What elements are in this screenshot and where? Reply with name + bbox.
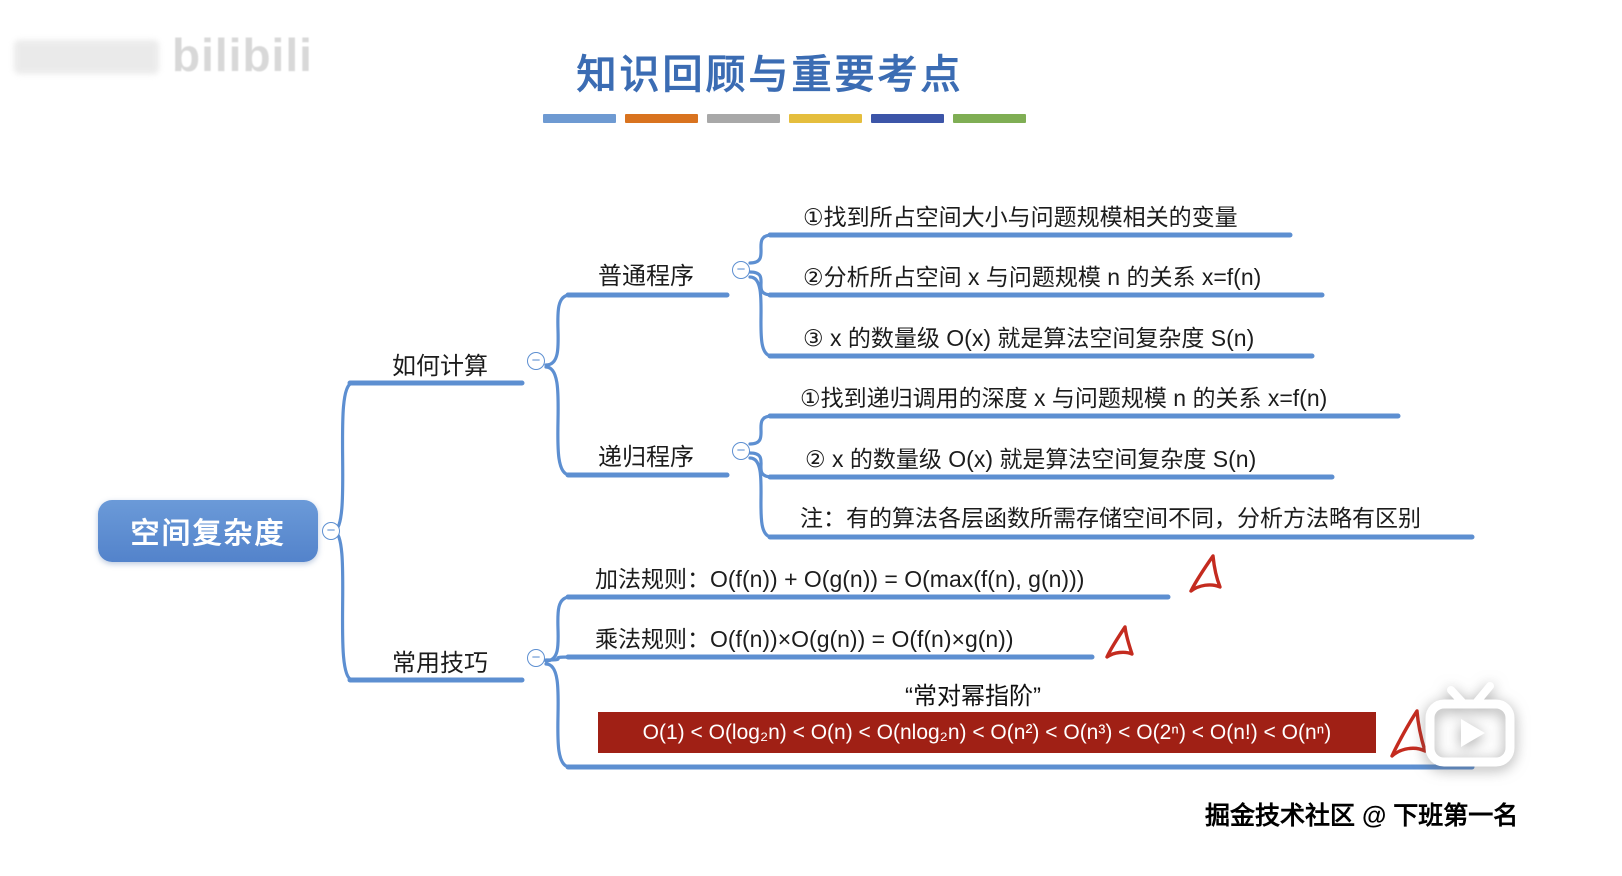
leaf-multiplication-rule: 乘法规则：O(f(n))×O(g(n)) = O(f(n)×g(n)) — [595, 626, 1014, 652]
root-node-space-complexity: 空间复杂度 — [98, 500, 318, 562]
complexity-order-chain: O(1) < O(log₂n) < O(n) < O(nlog₂n) < O(n… — [598, 712, 1376, 753]
leaf-recursive-note: 注：有的算法各层函数所需存储空间不同，分析方法略有区别 — [800, 505, 1421, 531]
node-underlines — [347, 232, 1475, 770]
branch-curves — [331, 233, 774, 769]
handwritten-check-marks — [1105, 554, 1427, 758]
legend-bar — [707, 114, 780, 123]
leaf-recursive-step1: ①找到递归调用的深度 x 与问题规模 n 的关系 x=f(n) — [800, 385, 1328, 411]
legend-bar — [789, 114, 862, 123]
legend-bar — [625, 114, 698, 123]
leaf-normal-step1: ①找到所占空间大小与问题规模相关的变量 — [803, 204, 1238, 230]
collapse-button-normal[interactable]: − — [732, 261, 750, 279]
leaf-addition-rule: 加法规则：O(f(n)) + O(g(n)) = O(max(f(n), g(n… — [595, 566, 1085, 592]
page-title: 知识回顾与重要考点 — [576, 53, 964, 97]
collapse-button-root[interactable]: − — [322, 522, 340, 540]
leaf-normal-step2: ②分析所占空间 x 与问题规模 n 的关系 x=f(n) — [803, 264, 1262, 290]
node-common-tricks: 常用技巧 — [392, 650, 488, 677]
play-icon — [1425, 682, 1515, 767]
collapse-button-how[interactable]: − — [527, 352, 545, 370]
legend-bar — [543, 114, 616, 123]
bilibili-logo: bilibili — [172, 29, 313, 81]
collapse-button-recursive[interactable]: − — [732, 442, 750, 460]
node-how-to-calc: 如何计算 — [392, 353, 488, 380]
node-normal-program: 普通程序 — [598, 263, 694, 290]
order-mnemonic-quote: “常对幂指阶” — [905, 683, 1041, 710]
watermark-blur-mark — [14, 40, 159, 74]
legend-bar — [953, 114, 1026, 123]
collapse-button-tricks[interactable]: − — [527, 649, 545, 667]
play-button[interactable] — [1420, 676, 1520, 776]
title-divider-bars — [543, 114, 1026, 123]
node-recursive-program: 递归程序 — [598, 444, 694, 471]
legend-bar — [871, 114, 944, 123]
leaf-recursive-step2: ② x 的数量级 O(x) 就是算法空间复杂度 S(n) — [805, 446, 1257, 472]
creator-credit: 掘金技术社区 @ 下班第一名 — [1205, 802, 1519, 830]
leaf-normal-step3: ③ x 的数量级 O(x) 就是算法空间复杂度 S(n) — [803, 325, 1255, 351]
